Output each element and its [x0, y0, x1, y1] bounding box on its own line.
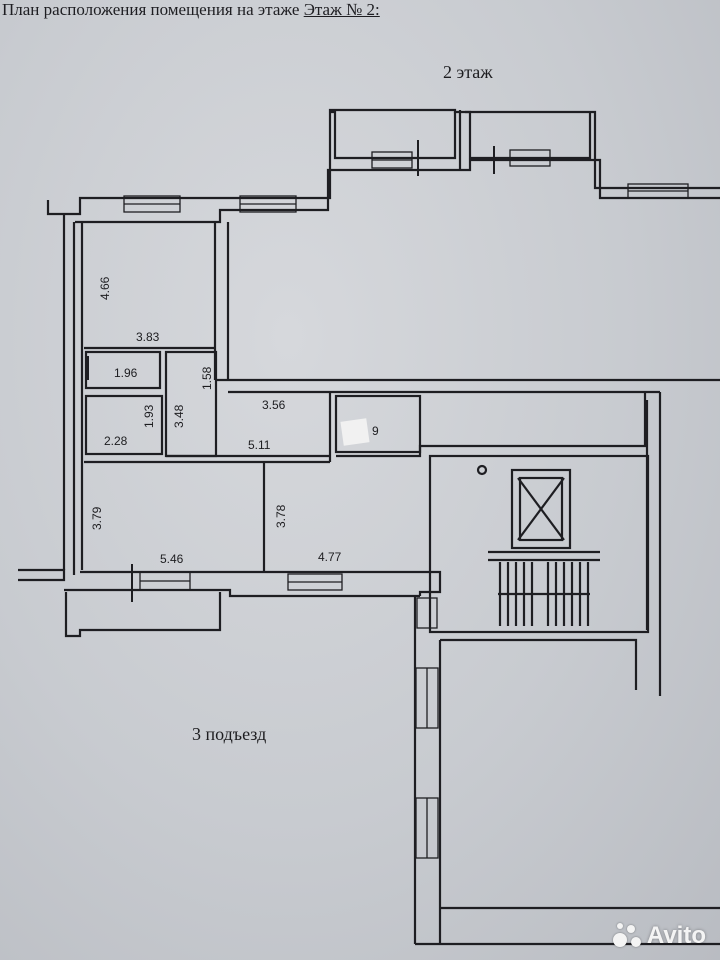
paper-sticker [340, 418, 370, 446]
dim-4-66: 4.66 [98, 276, 112, 300]
avito-logo: Avito [612, 922, 706, 950]
stair-well [428, 454, 650, 634]
avito-logo-text: Avito [646, 922, 706, 949]
bath-2 [84, 394, 164, 456]
windows [123, 149, 689, 859]
dim-4-77: 4.77 [318, 550, 342, 564]
outer-wall-top-inner [75, 158, 720, 224]
bottom-bay [64, 592, 222, 638]
dim-3-48: 3.48 [172, 404, 186, 428]
room-marker: 9 [372, 424, 379, 438]
bottom-wall-left [18, 568, 66, 582]
dim-3-78: 3.78 [274, 504, 288, 528]
elevator-x-2 [517, 477, 565, 541]
plan-header: План расположения помещения на этаже Эта… [2, 0, 380, 20]
dim-1-93: 1.93 [142, 404, 156, 428]
dim-5-11: 5.11 [248, 438, 271, 452]
elevator-inner [518, 476, 564, 542]
dim-2-28: 2.28 [104, 434, 128, 448]
bottom-wall [80, 570, 442, 596]
hall-wall [336, 392, 647, 458]
balcony-right [465, 110, 592, 160]
outer-wall-top [46, 108, 720, 216]
stair-pillar [476, 464, 488, 476]
dim-1-58: 1.58 [200, 366, 214, 390]
hall-box [334, 394, 422, 454]
bottom-wall-lower [64, 588, 420, 598]
lower-wall-c [440, 638, 638, 690]
header-floor-ref: Этаж № 2: [303, 0, 380, 19]
balcony-left [330, 110, 457, 160]
dim-3-79: 3.79 [90, 506, 104, 530]
dim-1-96: 1.96 [114, 366, 138, 380]
elevator-shaft [510, 468, 572, 550]
door-marks [87, 140, 495, 602]
header-prefix: План расположения помещения на этаже [2, 0, 300, 19]
dim-3-56: 3.56 [262, 398, 286, 412]
floor-title: 2 этаж [443, 62, 493, 82]
bath-1 [84, 350, 162, 390]
avito-logo-dots [612, 923, 643, 949]
dim-5-46: 5.46 [160, 552, 184, 566]
entrance-label: 3 подъезд [192, 724, 267, 744]
dim-3-83: 3.83 [136, 330, 160, 344]
